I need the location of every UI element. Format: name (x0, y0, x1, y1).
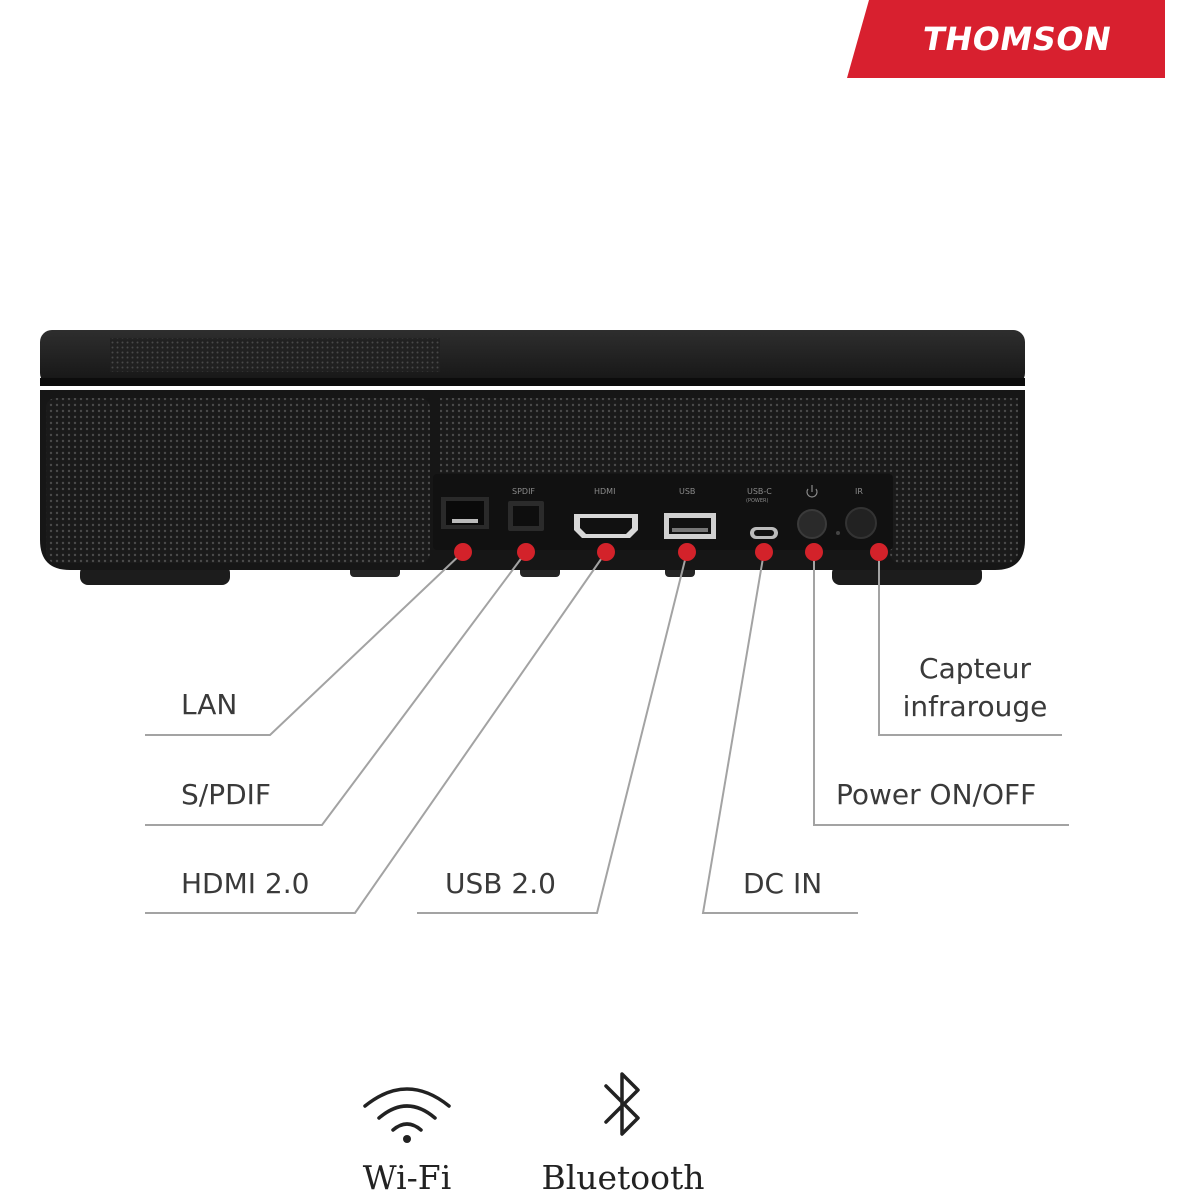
leader-line-power (813, 552, 1069, 826)
thomson-logo: THOMSON (847, 0, 1165, 78)
label-power: Power ON/OFF (836, 778, 1037, 811)
label-ir: Capteur infrarouge (902, 652, 1048, 723)
leader-line-usb (417, 551, 688, 914)
power-button (797, 509, 827, 539)
wifi-icon (363, 1087, 451, 1143)
marker-dcin (755, 543, 773, 561)
marker-usb (678, 543, 696, 561)
port-panel (433, 474, 893, 550)
power-symbol-icon (806, 485, 818, 498)
port-tag-usbc-sub: (POWER) (746, 498, 768, 504)
usb-c-port (750, 527, 778, 539)
label-usb: USB 2.0 (445, 867, 556, 900)
feature-bluetooth-label: Bluetooth (541, 1158, 705, 1197)
port-tag-usbc: USB-C (747, 487, 772, 496)
marker-spdif (517, 543, 535, 561)
label-lan: LAN (181, 688, 238, 721)
port-tag-hdmi: HDMI (594, 487, 615, 496)
feature-wifi: Wi-Fi (352, 1080, 462, 1197)
marker-ir (870, 543, 888, 561)
leader-line-ir (878, 552, 1062, 736)
label-spdif: S/PDIF (181, 778, 272, 811)
feature-wifi-label: Wi-Fi (362, 1158, 452, 1197)
hdmi-port (574, 514, 638, 538)
marker-hdmi (597, 543, 615, 561)
label-dcin: DC IN (743, 867, 823, 900)
port-tag-usb: USB (679, 487, 695, 496)
label-hdmi: HDMI 2.0 (181, 867, 310, 900)
bluetooth-icon (604, 1072, 640, 1136)
feature-bluetooth: Bluetooth (541, 1064, 705, 1197)
leader-line-lan (145, 551, 464, 736)
ir-sensor (845, 507, 877, 539)
marker-lan (454, 543, 472, 561)
leader-line-hdmi (145, 551, 607, 914)
port-tag-spdif: SPDIF (512, 487, 535, 496)
leader-line-spdif (145, 551, 527, 826)
usb-port (664, 513, 716, 539)
port-tag-ir: IR (855, 487, 863, 496)
marker-power (805, 543, 823, 561)
lan-port (441, 497, 489, 529)
spdif-port (508, 501, 544, 531)
leader-line-dcin (701, 551, 858, 914)
